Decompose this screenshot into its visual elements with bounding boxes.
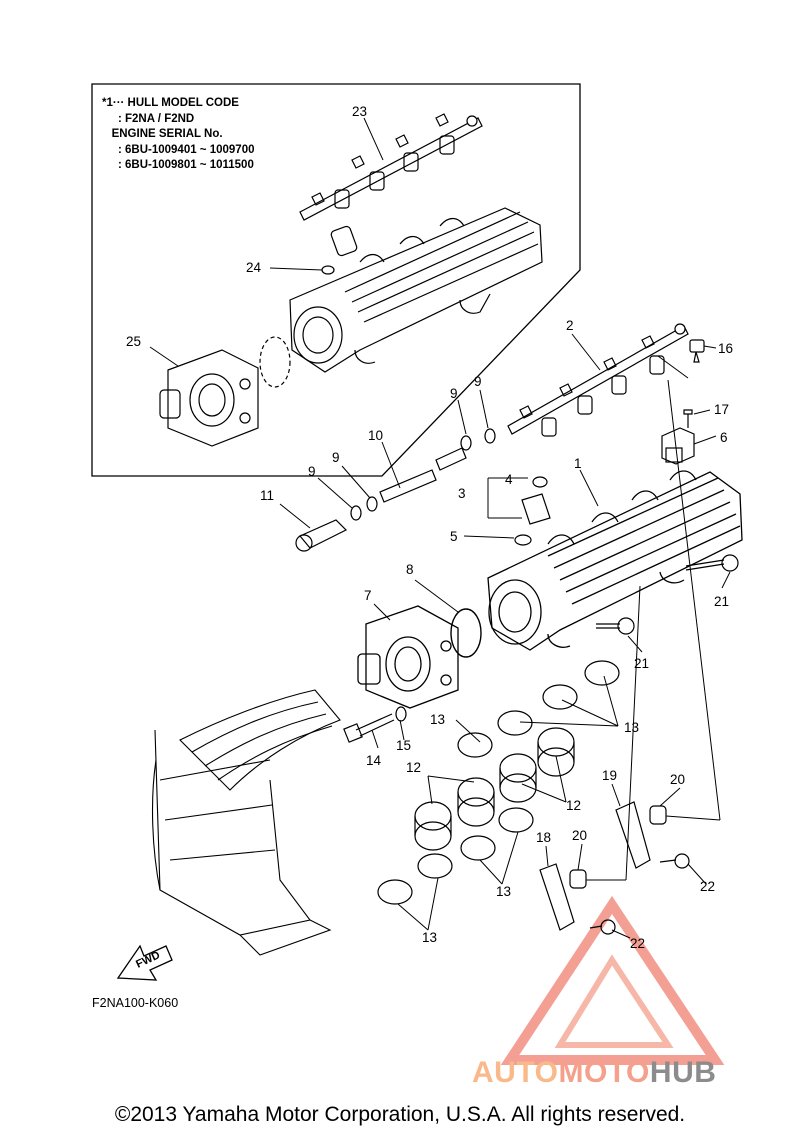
throttle-body (357, 605, 459, 709)
note-line: : 6BU-1009801 ~ 1011500 (102, 159, 254, 171)
fwd-arrow (116, 944, 173, 981)
callout-4: 4 (505, 472, 513, 487)
note-line: ENGINE SERIAL No. (102, 128, 223, 140)
callout-22a: 22 (700, 879, 715, 894)
watermark-part2: MOTO (558, 1056, 650, 1089)
callout-11: 11 (260, 488, 274, 503)
callout-17: 17 (714, 402, 729, 417)
intake-duct (151, 689, 341, 956)
screw-17 (683, 409, 693, 428)
callout-22b: 22 (630, 936, 645, 951)
hose-clamps (377, 660, 620, 905)
callout-3: 3 (458, 486, 466, 501)
callout-15: 15 (396, 738, 411, 753)
connector-11 (295, 519, 348, 552)
injector-inset (321, 225, 358, 275)
callout-12a: 12 (406, 760, 421, 775)
inset-frame (91, 83, 581, 477)
callout-20a: 20 (670, 772, 685, 787)
callout-13a: 13 (430, 712, 445, 727)
callout-19: 19 (602, 768, 617, 783)
watermark-logo (500, 895, 725, 1065)
watermark-part1: AUTO (472, 1056, 559, 1089)
watermark-text: AUTOMOTOHUB (472, 1056, 716, 1090)
fuel-rail-inset (299, 113, 483, 221)
callout-13d: 13 (422, 930, 437, 945)
injector-3 (514, 476, 551, 546)
callout-14: 14 (366, 753, 382, 768)
callout-2: 2 (566, 318, 574, 333)
intake-manifold (487, 470, 743, 651)
callout-13b: 13 (624, 720, 639, 735)
callout-16: 16 (718, 341, 733, 356)
callout-20b: 20 (572, 828, 587, 843)
callout-13c: 13 (496, 884, 511, 899)
note-line: : F2NA / F2ND (102, 112, 195, 125)
fuel-rail (507, 323, 689, 437)
throttle-body-inset (159, 349, 259, 447)
callout-8: 8 (406, 562, 414, 577)
note-line: : 6BU-1009401 ~ 1009700 (102, 143, 255, 156)
gasket-inset (259, 336, 291, 388)
figure-code: F2NA100-K060 (92, 996, 179, 1010)
callout-6: 6 (720, 430, 728, 445)
fwd-label: FWD (134, 949, 162, 970)
callout-9a: 9 (450, 386, 458, 401)
callout-21b: 21 (634, 656, 649, 671)
rubber-sleeves (414, 727, 575, 851)
sensor-6 (661, 427, 695, 465)
intake-manifold-inset (289, 207, 543, 373)
watermark-part3: HUB (649, 1056, 717, 1089)
note-line: *1··· HULL MODEL CODE (102, 97, 239, 109)
callout-7: 7 (364, 588, 372, 603)
callout-12b: 12 (566, 798, 581, 813)
callout-9d: 9 (332, 450, 340, 465)
callout-1: 1 (574, 456, 582, 471)
callout-labels: 23 24 25 2 16 17 6 9 9 10 9 9 11 1 4 3 5… (126, 104, 733, 951)
gasket-8 (450, 608, 482, 658)
callout-21a: 21 (714, 594, 729, 609)
hull-model-note: *1··· HULL MODEL CODE : F2NA / F2ND ENGI… (102, 96, 254, 174)
callout-9c: 9 (308, 464, 316, 479)
bolts-21 (596, 554, 739, 635)
bolt-14 (343, 706, 407, 743)
mount-plates (539, 801, 690, 935)
callout-5: 5 (450, 529, 458, 544)
callout-23: 23 (352, 104, 367, 119)
callout-25: 25 (126, 334, 141, 349)
callout-24: 24 (246, 260, 262, 275)
leader-lines (149, 117, 731, 939)
callout-18: 18 (536, 830, 551, 845)
fuel-hoses (350, 428, 496, 521)
callout-9b: 9 (474, 374, 482, 389)
bolt-16 (689, 339, 705, 363)
callout-10: 10 (368, 428, 383, 443)
copyright-notice: ©2013 Yamaha Motor Corporation, U.S.A. A… (114, 1103, 686, 1126)
